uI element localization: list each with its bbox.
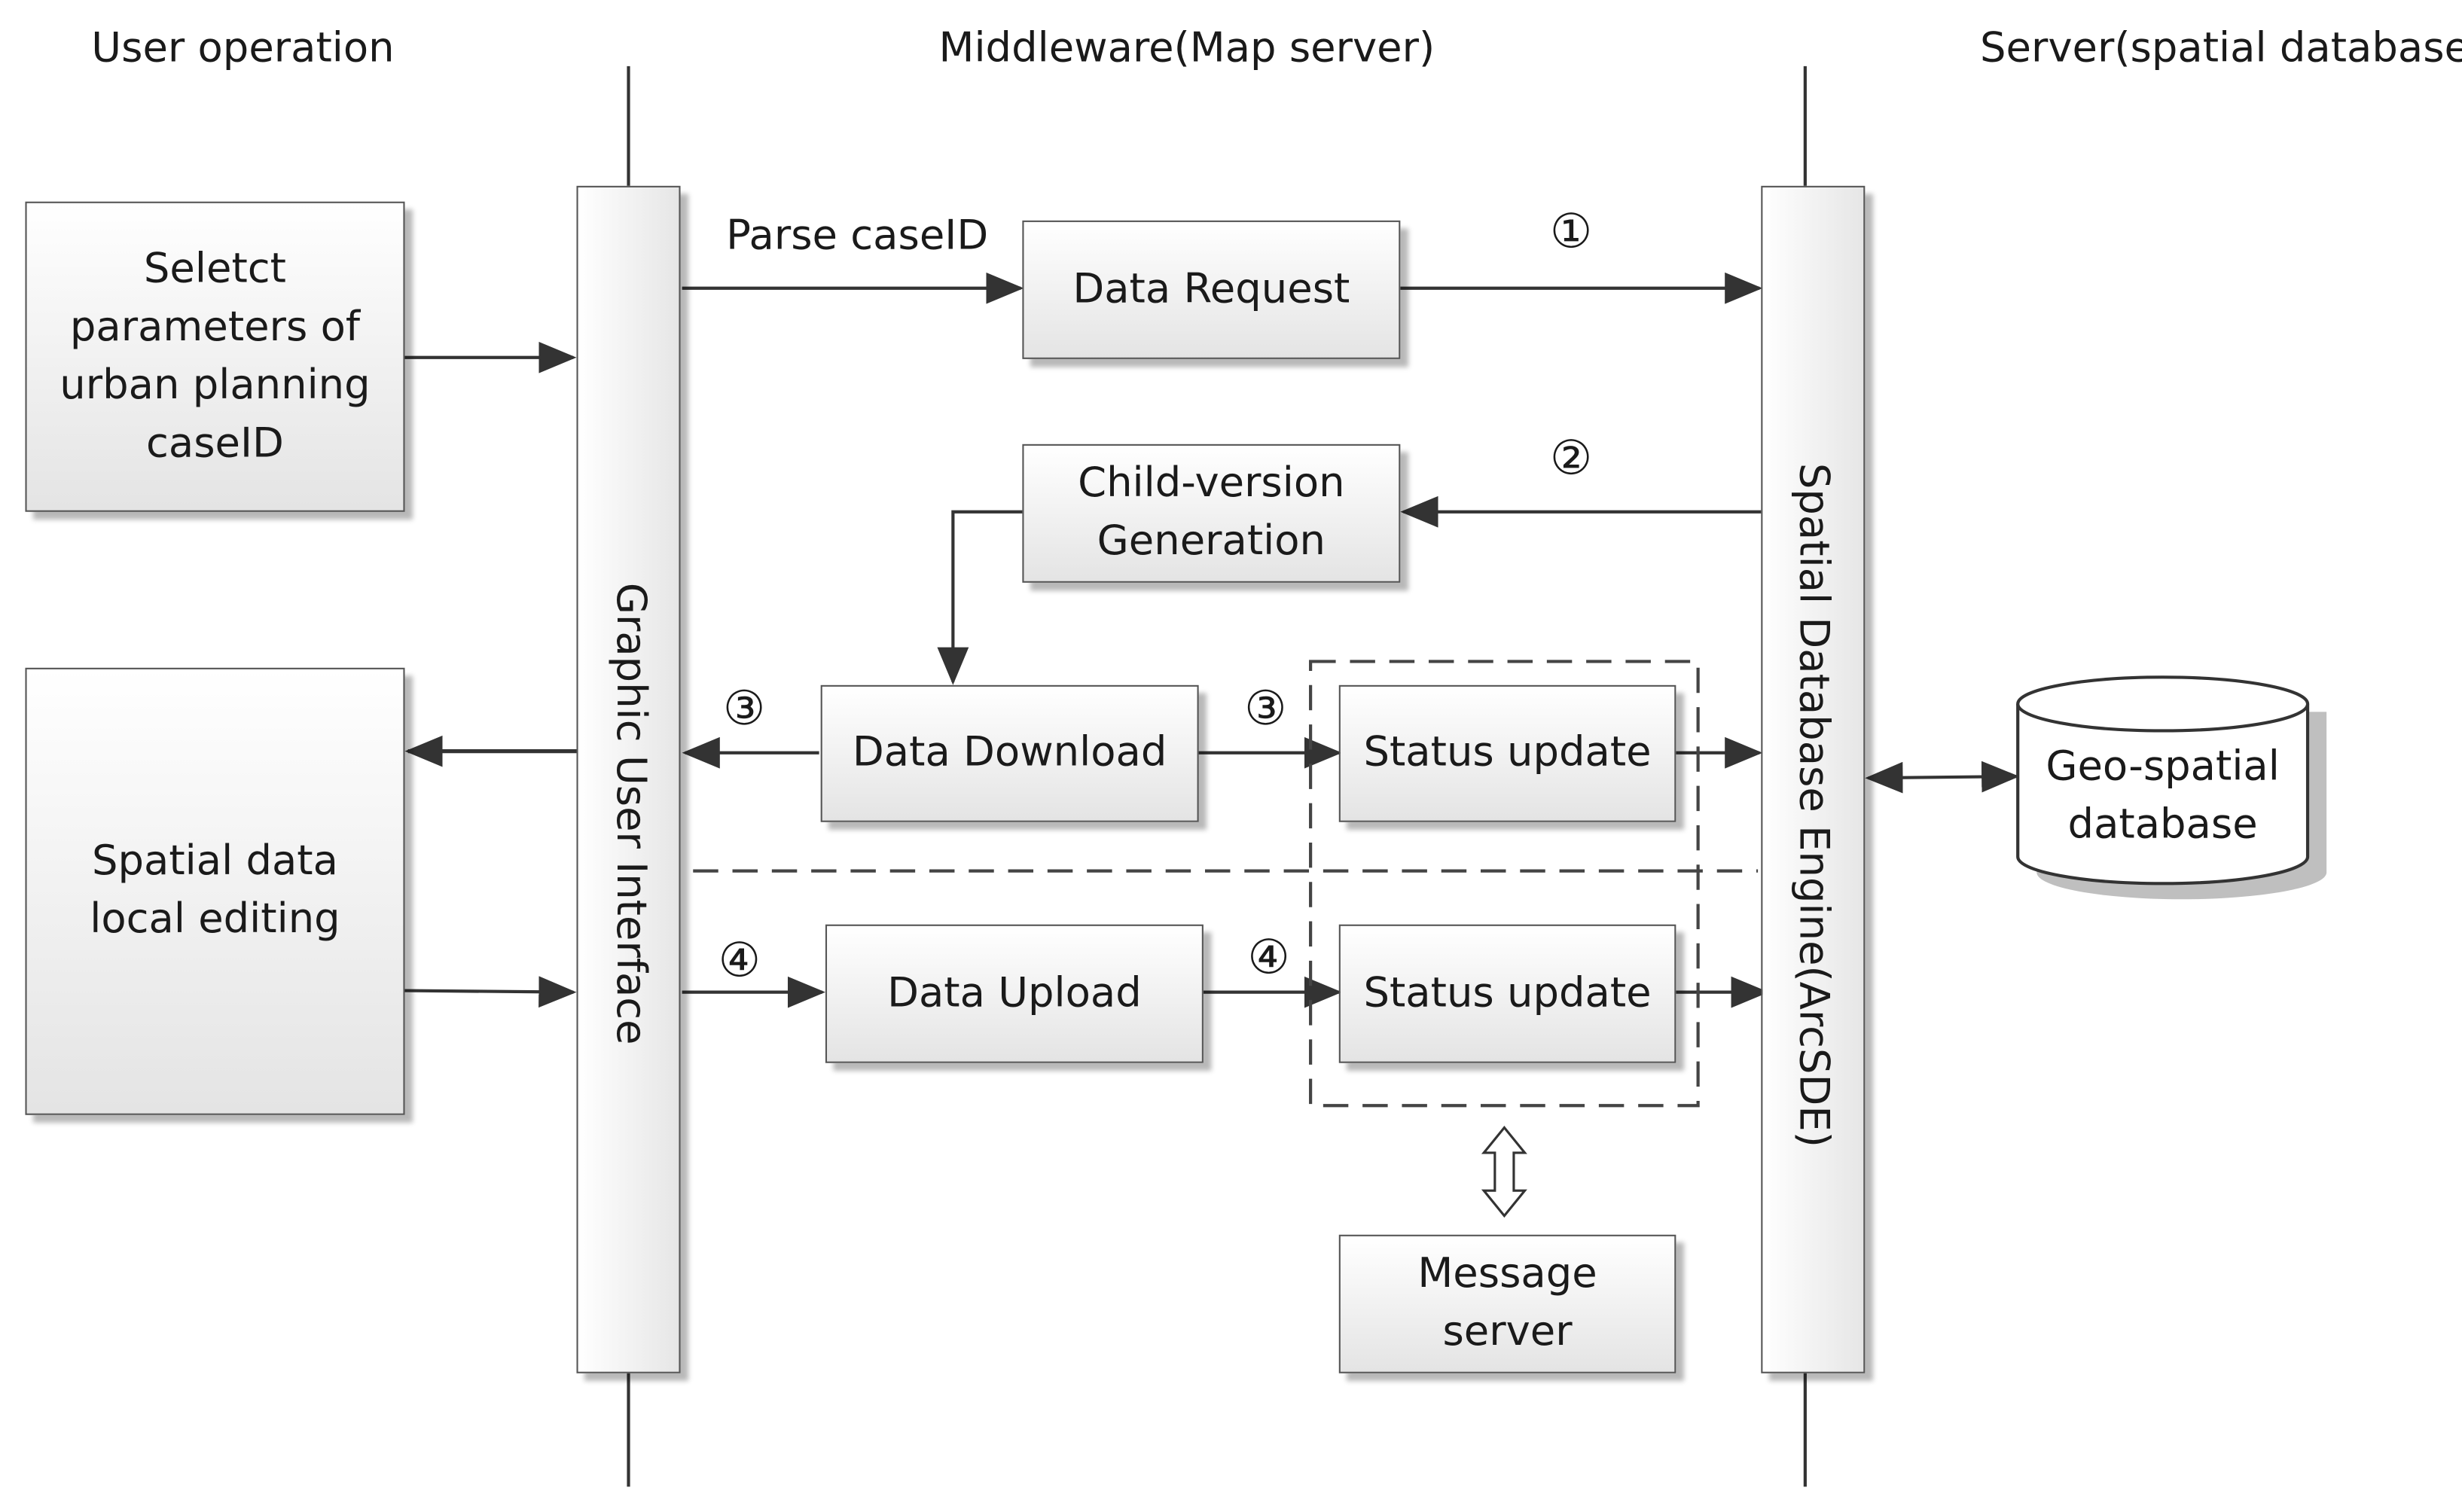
child-version-box: Child-version Generation [1022, 444, 1401, 583]
local-editing-line1: Spatial data [91, 837, 338, 886]
column-header-middleware: Middleware(Map server) [938, 25, 1435, 73]
select-parameters-box: Seletct parameters of urban planning cas… [25, 201, 405, 512]
sde-lifeline-bar [1761, 185, 1866, 1373]
message-double-arrow [1481, 1126, 1527, 1218]
database-line2: database [2067, 801, 2258, 849]
status-update-label-2: Status update [1363, 969, 1652, 1017]
column-header-user: User operation [91, 25, 395, 73]
geo-spatial-database-cylinder [2016, 675, 2327, 900]
data-request-box: Data Request [1022, 220, 1401, 359]
step-1-marker: ① [1550, 204, 1593, 261]
select-parameters-line2: parameters of [69, 303, 361, 351]
status-update-box-1: Status update [1338, 684, 1676, 822]
sde-lifeline-label: Spatial Database Engine(ArcSDE) [1789, 462, 1837, 1148]
step-4-marker-left: ④ [718, 934, 761, 989]
status-update-group [1309, 660, 1700, 1108]
status-update-label-1: Status update [1363, 729, 1652, 777]
child-version-line2: Generation [1097, 518, 1326, 565]
data-request-label: Data Request [1072, 265, 1350, 313]
arrow-sde-db-bidirectional [1865, 761, 2020, 794]
arrow-child-to-download [937, 510, 1023, 685]
step-3-marker-right: ③ [1244, 681, 1287, 737]
select-parameters-line3: urban planning [59, 361, 371, 409]
local-editing-box: Spatial data local editing [25, 667, 405, 1115]
status-update-box-2: Status update [1338, 924, 1676, 1063]
arrow-editing-to-gui [404, 976, 577, 1008]
local-editing-line2: local editing [90, 896, 340, 943]
column-header-server: Server(spatial database) [1980, 25, 2462, 73]
geo-spatial-database-label: Geo-spatial database [2018, 739, 2308, 855]
message-server-box: Message server [1338, 1234, 1676, 1373]
database-line1: Geo-spatial [2046, 743, 2280, 791]
data-download-label: Data Download [852, 729, 1167, 777]
data-upload-box: Data Upload [825, 924, 1204, 1063]
step-2-marker: ② [1550, 431, 1593, 487]
data-upload-label: Data Upload [887, 969, 1142, 1017]
select-parameters-line1: Seletct [143, 245, 286, 292]
gui-lifeline-label: Graphic User Interface [606, 582, 654, 1045]
data-download-box: Data Download [820, 684, 1199, 822]
message-server-line1: Message [1417, 1250, 1597, 1298]
parse-caseid-label: Parse caseID [726, 212, 989, 261]
message-server-line2: server [1442, 1309, 1573, 1356]
step-3-marker-left: ③ [722, 681, 766, 737]
select-parameters-line4: caseID [145, 419, 284, 468]
gui-lifeline-bar [576, 185, 681, 1373]
child-version-line1: Child-version [1078, 459, 1345, 508]
step-4-marker-right: ④ [1247, 931, 1290, 986]
